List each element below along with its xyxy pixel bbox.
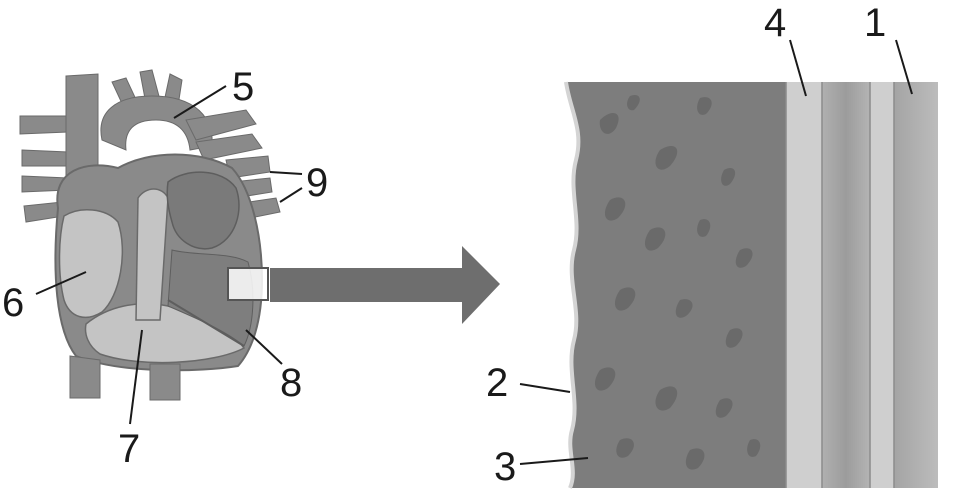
left-atrium <box>166 171 240 250</box>
inferior-vena-cava <box>69 355 101 399</box>
label-2: 2 <box>486 361 508 405</box>
label-4: 4 <box>764 1 786 45</box>
magnified-region-box <box>227 267 269 301</box>
band-separators <box>785 82 895 488</box>
label-7: 7 <box>118 427 140 471</box>
layer-1-band <box>894 82 938 488</box>
myocardium <box>566 82 786 488</box>
muscle-fibers <box>594 94 761 470</box>
aorta <box>100 69 263 161</box>
label-3: 3 <box>494 445 516 489</box>
label-6: 6 <box>2 281 24 325</box>
heart-illustration <box>19 69 281 401</box>
middle-band <box>822 82 870 488</box>
label-1: 1 <box>864 1 886 45</box>
layer-4-band <box>786 82 822 488</box>
interventricular-septum <box>167 299 245 347</box>
descending-aorta <box>149 363 181 401</box>
right-atrium <box>58 209 124 319</box>
label-8: 8 <box>280 361 302 405</box>
heart-wall-section <box>564 81 938 489</box>
leader-lines <box>35 39 913 465</box>
endocardium <box>564 81 581 489</box>
magnify-arrow <box>270 246 500 324</box>
pulmonary-trunk <box>135 188 169 321</box>
inner-light-band <box>870 82 894 488</box>
label-9: 9 <box>306 161 328 205</box>
label-5: 5 <box>232 65 254 109</box>
